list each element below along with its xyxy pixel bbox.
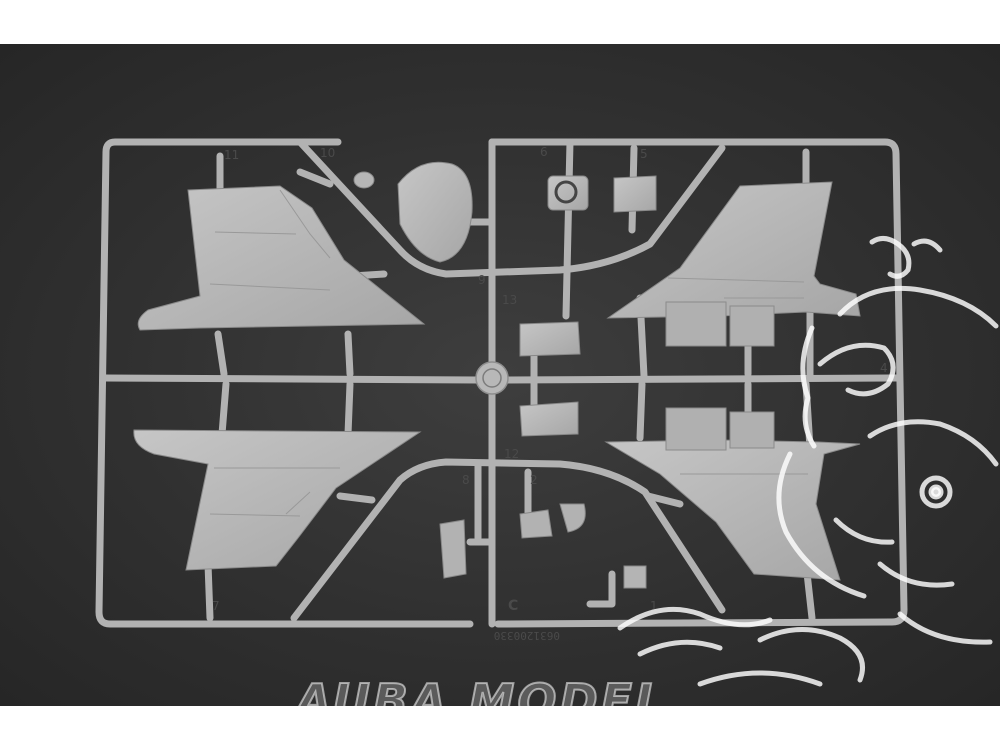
small-parts	[439, 175, 657, 589]
mascot-watermark-icon	[617, 236, 999, 687]
part-number-8: 8	[462, 473, 470, 487]
sprue-code: 0631200330	[494, 629, 560, 642]
sprue-frame: 11 10 6 5 9 13 4 12 8 2 7 1 C 0631200330	[95, 138, 999, 687]
part-number-12: 12	[504, 447, 519, 461]
wing-part	[137, 185, 426, 331]
nose-cone-part	[397, 161, 473, 263]
part-number-2: 2	[530, 473, 538, 487]
part-number-4: 4	[880, 361, 888, 375]
wing-part	[133, 429, 422, 571]
part-number-6: 6	[540, 145, 548, 159]
wing-part	[606, 181, 861, 347]
watermark-text: AUBA MODEL	[295, 673, 668, 706]
part-number-9: 9	[478, 273, 486, 287]
kit-sprue-photo: 11 10 6 5 9 13 4 12 8 2 7 1 C 0631200330	[0, 44, 1000, 706]
part-number-10: 10	[320, 146, 335, 160]
part-number-11: 11	[224, 148, 239, 162]
part-number-7: 7	[212, 599, 220, 613]
part-number-1: 1	[650, 599, 658, 613]
part-number-13: 13	[502, 293, 517, 307]
part-number-5: 5	[640, 147, 648, 161]
sprue-letter: C	[508, 598, 518, 614]
